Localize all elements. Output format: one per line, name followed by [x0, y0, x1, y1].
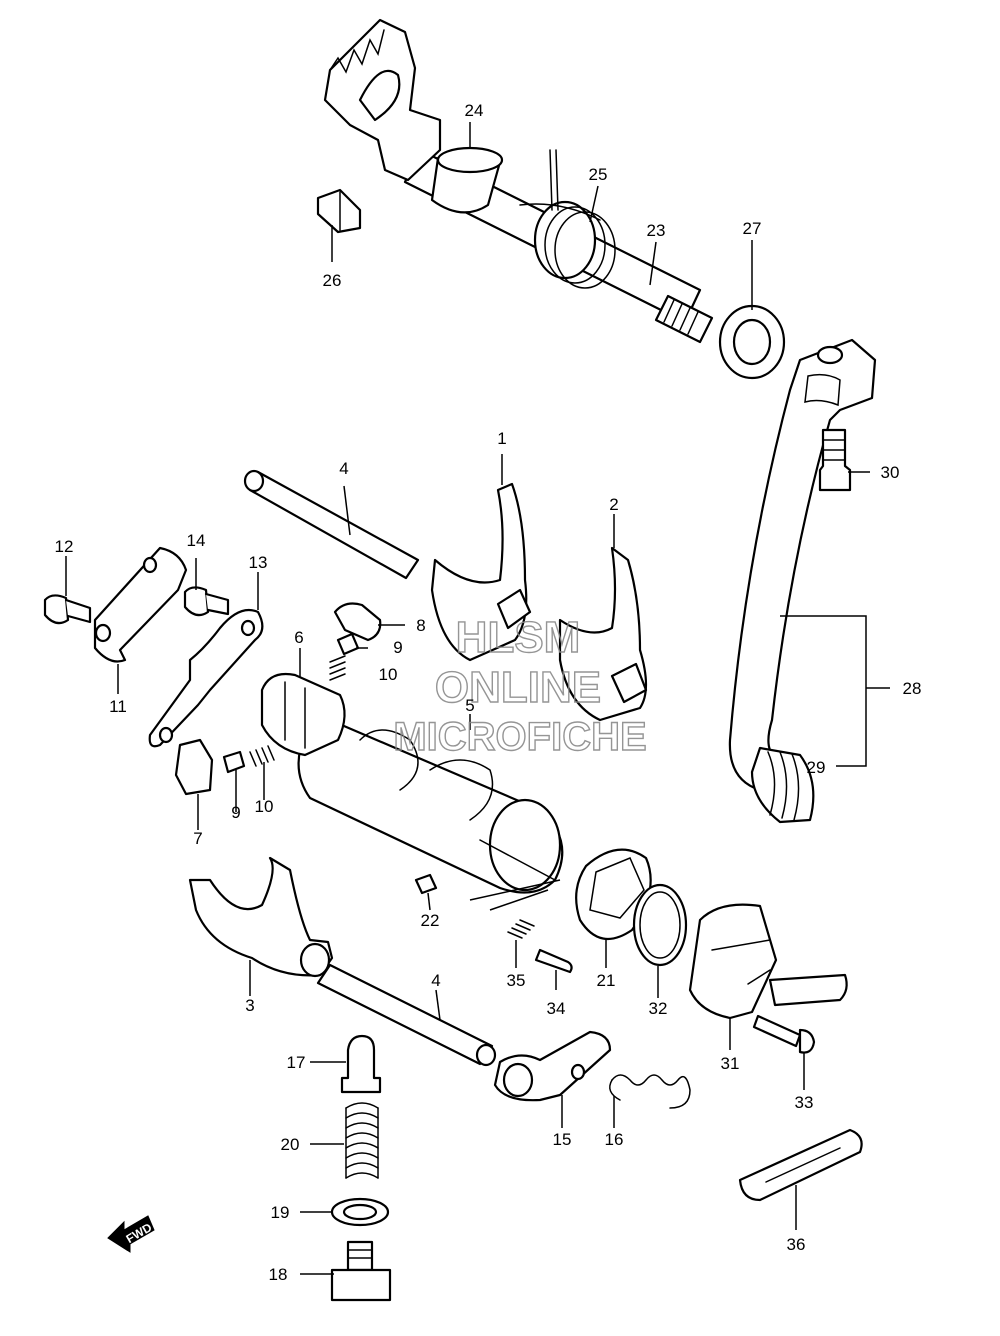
callout-35: 35	[507, 971, 526, 990]
shift-fork-3[interactable]	[188, 856, 334, 978]
callout-8: 8	[416, 616, 425, 635]
callout-4-upper: 4	[339, 459, 348, 478]
clamp-36[interactable]	[738, 1128, 863, 1202]
gasket-19[interactable]	[330, 1197, 390, 1227]
watermark-line1: HLSM	[456, 613, 581, 662]
callout-13-alt-14: 14	[187, 531, 206, 550]
callout-12: 12	[55, 537, 74, 556]
leader-lines	[65, 122, 890, 1275]
callout-19: 19	[271, 1203, 290, 1222]
spring-10-lower[interactable]	[249, 745, 275, 767]
screw-12[interactable]	[43, 594, 92, 625]
callout-33: 33	[795, 1093, 814, 1112]
cover-31[interactable]	[688, 903, 848, 1020]
pin-34[interactable]	[534, 948, 573, 974]
plate-13[interactable]	[148, 608, 264, 748]
callout-3: 3	[245, 996, 254, 1015]
shift-arm-15[interactable]	[493, 1030, 612, 1102]
plug-18[interactable]	[330, 1240, 392, 1302]
callout-13: 13	[249, 553, 268, 572]
callout-34: 34	[547, 999, 566, 1018]
callout-6: 6	[294, 628, 303, 647]
screw-14[interactable]	[183, 586, 230, 617]
callout-36: 36	[787, 1235, 806, 1254]
cam-driven-gear[interactable]	[260, 672, 346, 757]
callout-9-lower: 9	[231, 803, 240, 822]
shift-fork-1[interactable]	[430, 482, 532, 662]
fork-shaft-lower[interactable]	[316, 963, 497, 1067]
cam-stopper-plate-21[interactable]	[575, 848, 652, 940]
bolt-33[interactable]	[752, 1014, 816, 1054]
callout-31: 31	[721, 1054, 740, 1073]
plunger-17[interactable]	[340, 1034, 382, 1094]
fwd-arrow-icon	[107, 1215, 155, 1253]
pin-22[interactable]	[414, 873, 438, 895]
watermark: HLSM ONLINE MICROFICHE	[393, 612, 648, 759]
gearshift-lever[interactable]	[728, 338, 877, 824]
callout-11: 11	[109, 697, 127, 716]
callout-29: 29	[807, 758, 826, 777]
callout-25: 25	[589, 165, 608, 184]
callout-15: 15	[553, 1130, 572, 1149]
callout-2: 2	[609, 495, 618, 514]
callout-9-upper: 9	[393, 638, 402, 657]
callout-28: 28	[903, 679, 922, 698]
plate-11[interactable]	[93, 546, 188, 663]
callout-7: 7	[193, 829, 202, 848]
spring-20[interactable]	[345, 1102, 379, 1179]
callout-22: 22	[421, 911, 440, 930]
shift-fork-2[interactable]	[558, 546, 648, 722]
watermark-line3: MICROFICHE	[393, 715, 646, 759]
pawl-9-upper[interactable]	[336, 632, 360, 656]
callout-16: 16	[605, 1130, 624, 1149]
spring-10-upper[interactable]	[329, 655, 346, 681]
callout-27: 27	[743, 219, 762, 238]
callout-20: 20	[281, 1135, 300, 1154]
pin-9-lower[interactable]	[222, 750, 246, 774]
callout-24: 24	[465, 101, 484, 120]
callout-labels: 1 2 3 4 4 5 6 7 8 9 9 10 10 11 12 14 13 …	[55, 101, 922, 1284]
callout-10-lower: 10	[255, 797, 274, 816]
cam-pin-8[interactable]	[333, 602, 382, 642]
fork-shaft-upper[interactable]	[243, 469, 420, 580]
callout-17: 17	[287, 1053, 306, 1072]
callout-23: 23	[647, 221, 666, 240]
o-ring-32[interactable]	[632, 883, 688, 967]
callout-4-lower: 4	[431, 971, 440, 990]
callout-30: 30	[881, 463, 900, 482]
pawl-7[interactable]	[174, 738, 214, 796]
callout-1: 1	[497, 429, 506, 448]
callout-18: 18	[269, 1265, 288, 1284]
spring-35[interactable]	[507, 919, 535, 939]
spring-16[interactable]	[609, 1074, 691, 1109]
callout-26: 26	[323, 271, 342, 290]
callout-10-upper: 10	[379, 665, 398, 684]
callout-32: 32	[649, 999, 668, 1018]
watermark-line2: ONLINE	[435, 663, 601, 712]
callout-5: 5	[465, 696, 474, 715]
gearshift-shaft-assembly[interactable]	[316, 18, 786, 380]
callout-21: 21	[597, 971, 616, 990]
